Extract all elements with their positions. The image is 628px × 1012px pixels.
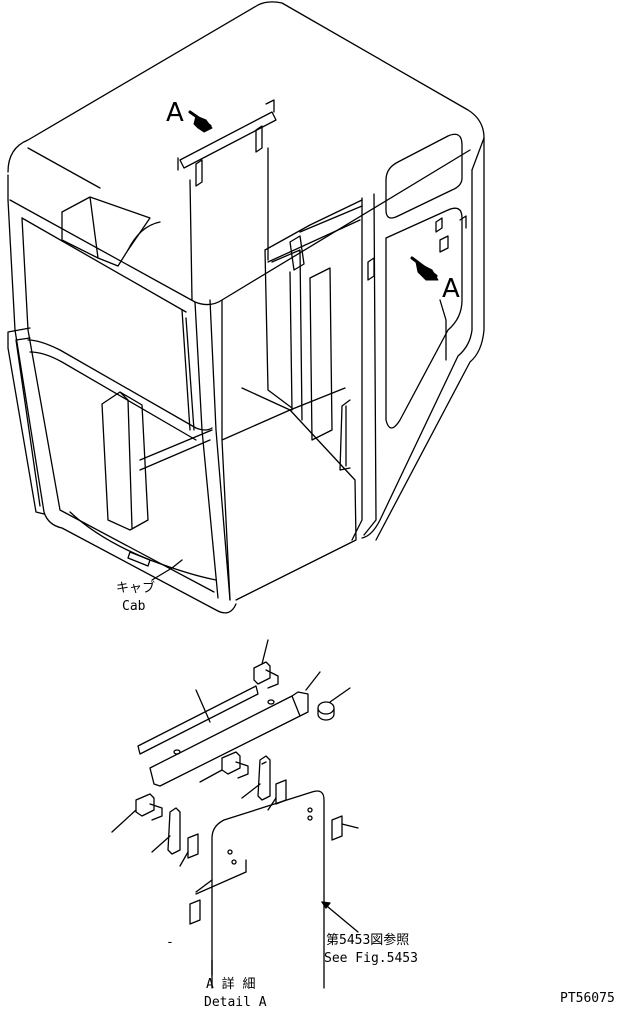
detail-hook-2 [167,807,181,855]
reference-label-jp: 第5453図参照 [326,933,410,948]
rear-panel-1 [271,249,303,421]
floor-step [127,551,151,567]
detail-rail-leader [195,689,211,723]
rear-panel-2 [309,267,333,441]
detail-clip-3-leader [341,823,359,829]
detail-curtain-fold [195,859,247,893]
detail-curtain-panel [195,790,325,989]
detail-clip-4 [189,899,201,925]
roof-visor-top [127,221,161,251]
view-arrow-top-tail [188,110,212,128]
interior-shelf [241,387,346,411]
view-arrow-top [193,115,213,133]
detail-a-illustration [111,639,359,989]
front-pillar [194,299,231,601]
roof-visor [61,196,151,267]
door-latch [367,257,375,281]
cab-left-frame-inner [21,217,215,593]
right-door-outer-2 [375,137,485,541]
right-door-lower-window [385,207,463,429]
window-sill [27,339,213,441]
ceiling-rail-end [177,99,275,171]
cab-label-jp: キャブ [116,581,156,596]
interior-top-bar [267,205,363,263]
detail-reference-arrowhead [321,901,331,909]
detail-mount-bracket [149,691,309,787]
detail-bolt-mid [221,751,249,779]
rear-wall [264,199,363,409]
cab-illustration [7,1,485,614]
detail-hook-1 [257,755,271,801]
detail-bolt-top-leader [261,639,269,665]
door-opening [221,299,357,601]
cab-label-en: Cab [122,599,146,614]
door-bracket-right [439,215,467,253]
detail-hook-2-leader [151,835,171,853]
detail-bolt-left [135,793,163,821]
detail-bolt-left-leader [111,809,137,833]
right-door-frame [351,193,377,541]
front-glass-line [21,217,187,313]
door-bracket-top [435,217,443,233]
detail-nut [317,701,335,721]
detail-clip-2-leader [179,851,189,867]
view-a-side-leader [439,299,447,361]
roof-crease [27,147,101,189]
detail-clip-3 [331,815,343,841]
view-a-callout-side: A [442,274,460,304]
detail-bracket-holes [173,699,275,755]
cab-roof-front-edge [9,149,471,306]
curtain-drop-lines [189,147,269,301]
right-door-window [385,133,463,219]
detail-clip-1-leader [267,797,277,811]
ceiling-rail [179,111,277,169]
front-pillar-2 [181,309,195,431]
detail-hook-1-leader [241,783,261,799]
cab-roof [7,1,485,173]
detail-curtain-rail [137,685,259,755]
ceiling-rail-bracket-2 [255,125,263,153]
cab-label-leader [151,559,183,581]
interior-post [101,391,149,531]
reference-label-en: See Fig.5453 [324,951,418,966]
inner-rear-wall [139,429,213,471]
detail-clip-2 [187,833,199,859]
detail-a-label-jp: A 詳 細 [206,977,256,992]
cab-left-frame [7,199,237,614]
drawing-number: PT56075 [560,991,615,1006]
detail-nut-leader [329,687,351,703]
detail-bolt-mid-leader [199,769,223,783]
detail-curtain-holes [227,807,313,865]
detail-bolt-top [253,661,279,689]
detail-reference-leader [321,895,359,989]
view-a-callout-top: A [166,98,184,128]
right-door-outer [361,169,473,539]
ceiling-rail-bracket-1 [195,159,203,187]
detail-washer-leader [305,671,321,691]
view-arrow-side-tail [410,256,438,278]
detail-a-label-en: Detail A [204,995,267,1010]
left-handrail [7,327,45,515]
minor-dash-mark: - [166,935,174,950]
rear-panel-3 [289,235,305,271]
right-handrail [339,399,351,471]
